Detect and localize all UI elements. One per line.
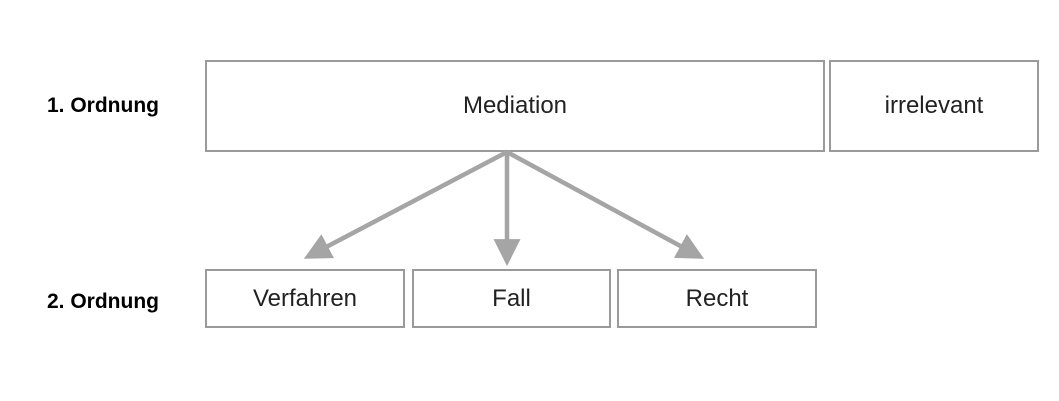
node-verfahren-label: Verfahren <box>252 284 358 312</box>
node-recht-label: Recht <box>685 284 749 312</box>
row-label-first-order: 1. Ordnung <box>47 94 159 117</box>
node-mediation: Mediation <box>205 60 825 152</box>
node-recht: Recht <box>617 269 817 328</box>
node-irrelevant: irrelevant <box>829 60 1039 152</box>
arrow-to-recht <box>505 150 705 259</box>
arrow-to-verfahren <box>303 150 509 259</box>
node-fall-label: Fall <box>492 284 531 312</box>
node-mediation-label: Mediation <box>462 92 568 119</box>
node-fall: Fall <box>412 269 611 328</box>
node-verfahren: Verfahren <box>205 269 405 328</box>
row-label-second-order: 2. Ordnung <box>47 290 159 313</box>
node-irrelevant-label: irrelevant <box>884 92 984 119</box>
